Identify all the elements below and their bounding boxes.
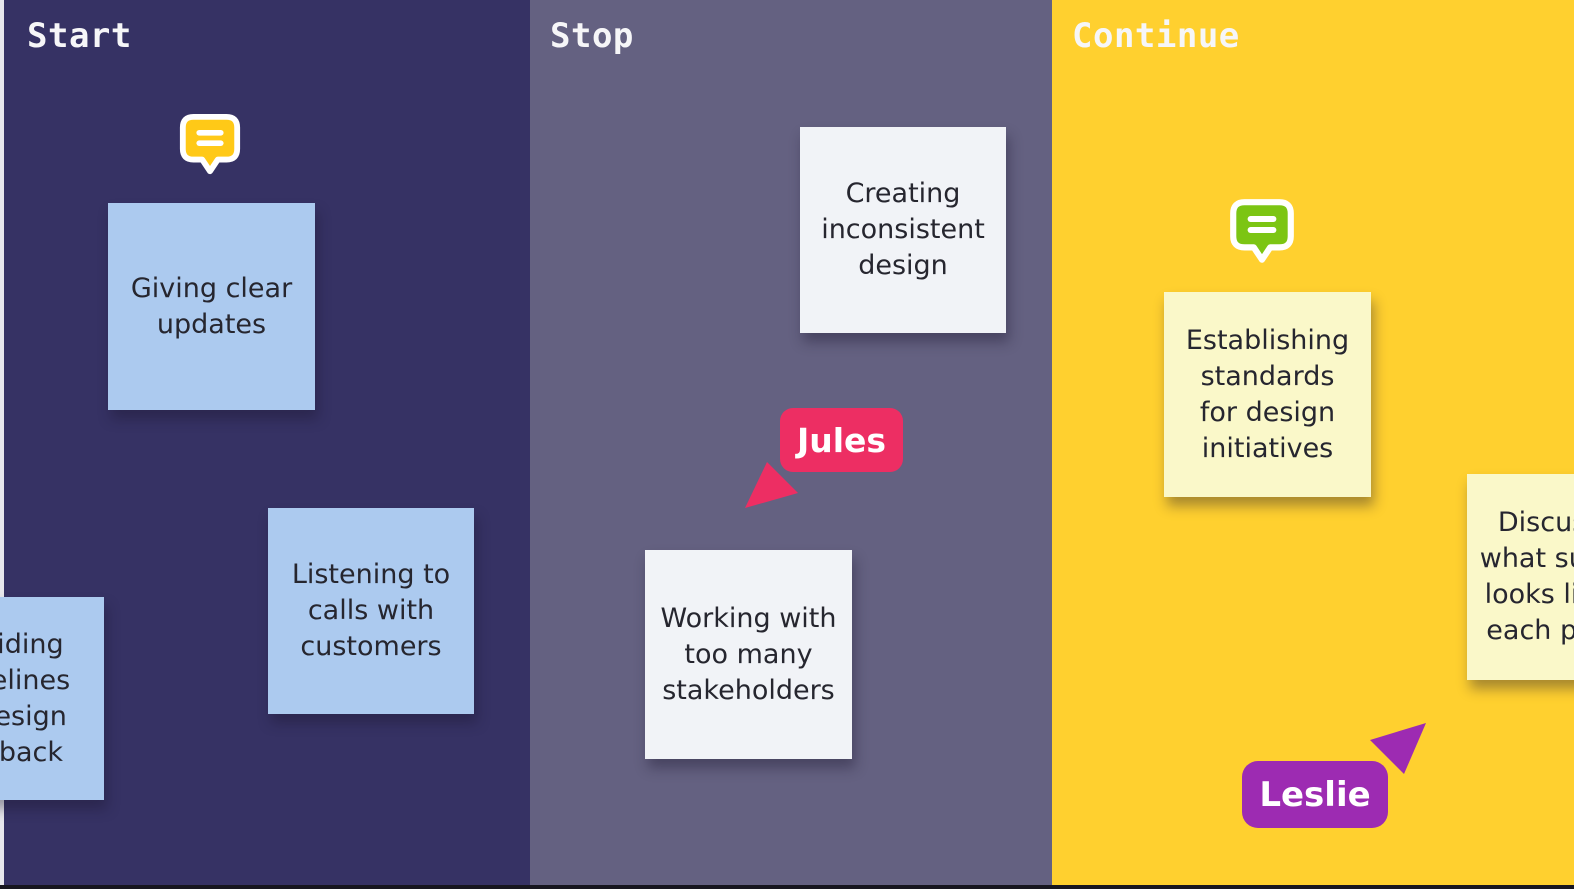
column-start[interactable]: Start Giving clear updates Listening to …: [0, 0, 530, 885]
cursor-pointer-shape: [745, 462, 798, 508]
comment-line: [196, 140, 224, 146]
column-continue[interactable]: Continue Establishing standards for desi…: [1052, 0, 1574, 885]
column-stop[interactable]: Stop Creating inconsistent design Workin…: [530, 0, 1052, 885]
collaborator-cursor-label: Jules: [780, 408, 903, 472]
comment-line: [196, 129, 224, 136]
board-left-edge: [0, 0, 4, 885]
comment-line: [1247, 216, 1277, 223]
column-title-continue: Continue: [1072, 16, 1240, 56]
sticky-note[interactable]: Giving clear updates: [108, 203, 315, 410]
comment-bubble-icon[interactable]: [1227, 196, 1297, 270]
sticky-note[interactable]: Creating inconsistent design: [800, 127, 1006, 333]
comment-line: [1247, 227, 1277, 233]
sticky-note-clipped-left[interactable]: Providing guidelines on design feedback: [0, 597, 104, 800]
board-bottom-edge: [0, 885, 1574, 889]
sticky-note[interactable]: Establishing standards for design initia…: [1164, 292, 1371, 497]
column-title-start: Start: [27, 16, 132, 56]
column-title-stop: Stop: [550, 16, 634, 56]
sticky-note[interactable]: Listening to calls with customers: [268, 508, 474, 714]
sticky-note[interactable]: Working with too many stakeholders: [645, 550, 852, 759]
collaborator-cursor-label: Leslie: [1242, 761, 1388, 828]
cursor-pointer-icon: [1362, 715, 1432, 780]
comment-bubble-icon[interactable]: [177, 111, 243, 181]
cursor-pointer-shape: [1370, 723, 1426, 774]
sticky-note-clipped-right[interactable]: Discussing what success looks like for e…: [1467, 474, 1574, 680]
cursor-pointer-icon: [738, 455, 804, 515]
